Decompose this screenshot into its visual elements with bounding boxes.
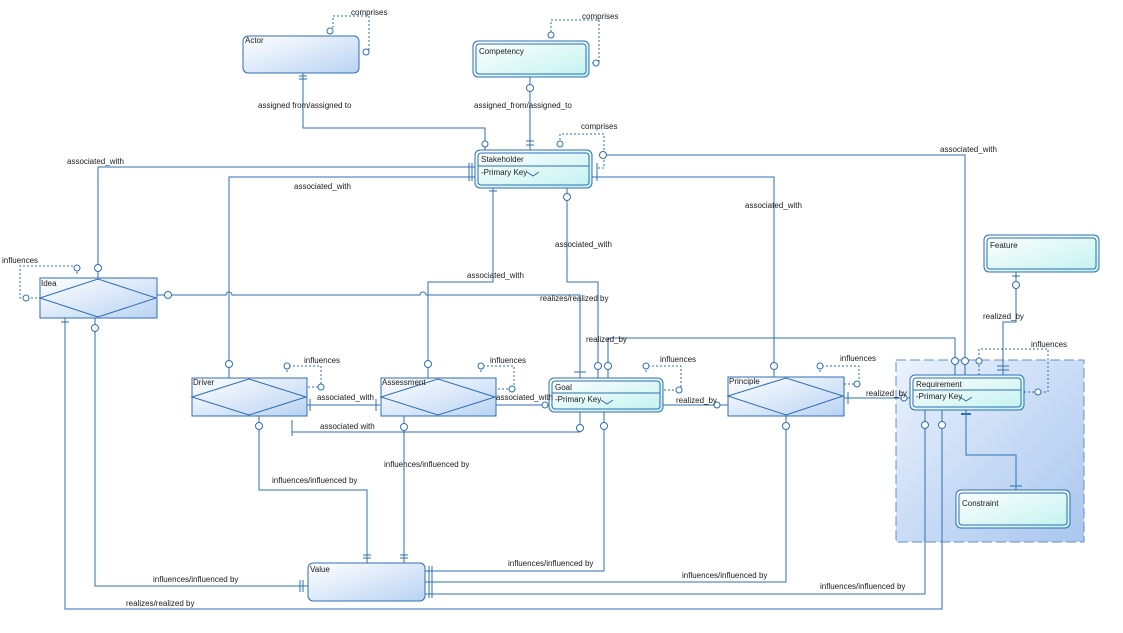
connector-stakeholder-driver [228,176,475,378]
chevron-down-icon [600,399,614,405]
label-driver-assessment: associated_with [317,393,374,402]
label-requirement-value: influences/influenced by [820,582,905,591]
label-idea-realizes-requirement: realizes/realized by [126,599,194,608]
connector-stakeholder-requirement [600,154,966,375]
connector-idea-value [94,318,308,587]
label-feature-realized-by: realized_by [983,312,1024,321]
connector-stakeholder-idea [97,166,475,278]
label-actor-comprises: comprises [351,8,387,17]
stakeholder-entity[interactable]: Stakeholder -Primary Key [474,149,593,189]
feature-entity[interactable]: Feature [983,234,1100,273]
goal-entity[interactable]: Goal -Primary Key [548,377,664,413]
label-idea-value: influences/influenced by [153,575,238,584]
connector-goal-value [425,412,605,572]
label-goal-influences: influences [660,355,696,364]
label-assessment-influences: influences [490,356,526,365]
label-competency-assigned: assigned_from/assigned_to [474,101,572,110]
value-title: Value [310,565,330,574]
label-driver-value: influences/influenced by [272,476,357,485]
label-assessment-associated: associated_with [467,271,524,280]
feature-title: Feature [990,241,1018,250]
label-competency-comprises: comprises [582,12,618,21]
stakeholder-self-loop [559,133,605,169]
connector-stakeholder-principle [592,176,775,377]
chevron-down-icon [959,396,973,402]
principle-title: Principle [729,377,760,386]
requirement-key: -Primary Key [916,392,962,401]
idea-entity[interactable]: Idea [38,277,158,319]
constraint-title: Constraint [962,499,999,508]
connector-principle-value [425,416,787,583]
label-stakeholder-comprises: comprises [581,122,617,131]
label-driver-influences: influences [304,356,340,365]
label-principle-associated: associated_with [745,201,802,210]
stakeholder-title: Stakeholder [481,155,524,164]
connector-requirement-constraint [965,410,1017,490]
label-principle-value: influences/influenced by [682,571,767,580]
label-assessment-goal: associated_with [496,393,553,402]
constraint-entity[interactable]: Constraint [955,489,1071,529]
label-idea-influences: influences [2,256,38,265]
connector-idea-requirement [64,318,943,610]
label-actor-assigned: assigned from/assigned to [258,101,352,110]
label-driver-goal: associated with [320,422,375,431]
label-goal-realized-by: realized_by [586,335,627,344]
actor-self-loop [332,15,370,53]
label-requirement-associated: associated_with [940,145,997,154]
value-entity[interactable]: Value [307,562,426,602]
connector-stakeholder-assessment [427,188,494,378]
idea-title: Idea [41,279,57,288]
chevron-down-icon [526,171,540,177]
actor-title: Actor [245,36,264,45]
driver-title: Driver [193,378,215,387]
connector-actor-stakeholder [302,73,486,150]
connector-goal-requirement [607,337,956,378]
requirement-title: Requirement [916,380,963,389]
connector-driver-value [258,416,368,563]
connector-stakeholder-goal [566,188,599,378]
stakeholder-key: -Primary Key [481,168,527,177]
label-goal-associated: associated_with [555,240,612,249]
label-driver-associated: associated_with [294,182,351,191]
label-assessment-value: influences/influenced by [384,460,469,469]
label-idea-realizes-goal: realizes/realized by [540,294,608,303]
label-requirement-influences: influences [1031,340,1067,349]
cardinality-markers [22,27,1042,598]
label-principle-requirement: realized_by [866,389,907,398]
goal-title: Goal [555,383,572,392]
principle-entity[interactable]: Principle [726,376,845,417]
label-goal-value: influences/influenced by [508,559,593,568]
assessment-title: Assessment [382,378,426,387]
goal-key: -Primary Key [555,395,601,404]
requirement-entity[interactable]: Requirement -Primary Key [909,374,1025,411]
actor-entity[interactable]: Actor [242,35,360,74]
connector-idea-goal [157,291,581,378]
driver-entity[interactable]: Driver [190,377,308,417]
connector-requirement-value [425,410,926,595]
label-principle-influences: influences [840,354,876,363]
label-idea-associated: associated_with [67,157,124,166]
label-goal-principle: realized_by [676,396,717,405]
assessment-entity[interactable]: Assessment [379,377,497,417]
competency-title: Competency [479,47,524,56]
competency-entity[interactable]: Competency [472,40,590,78]
